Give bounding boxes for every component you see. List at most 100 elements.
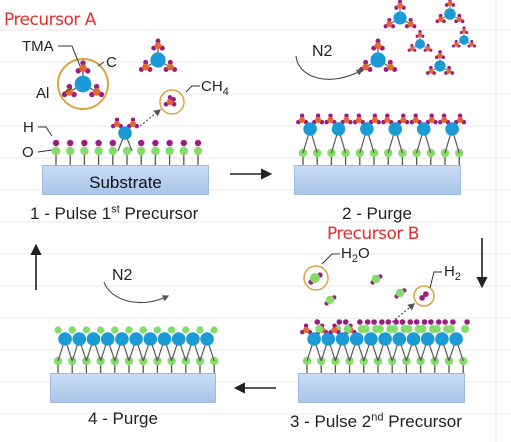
carbon-atom: [407, 21, 414, 28]
water-molecule: [394, 288, 407, 299]
aluminum-atom: [360, 122, 374, 136]
surface-hydrogen: [81, 139, 88, 147]
methyl-group: [340, 113, 353, 125]
tma-molecule: [383, 0, 417, 29]
hydrogen-atom: [328, 113, 333, 118]
top-oxygen: [182, 326, 190, 334]
methyl-group: [397, 113, 410, 125]
aluminum-atom: [321, 332, 336, 346]
n2-label-top: N2: [312, 43, 333, 60]
tma-molecule: [407, 29, 433, 52]
ch4-release-arrow: [139, 109, 162, 127]
water-molecule: [324, 295, 337, 306]
methyl-group: [296, 113, 309, 125]
top-hydrogen: [464, 319, 470, 325]
surface-oxygen: [137, 146, 146, 156]
aluminum-atom: [303, 122, 317, 136]
carbon-atom: [371, 116, 378, 124]
methyl-group: [324, 113, 337, 125]
hydrogen-molecule: [419, 291, 429, 301]
top-oxygen: [386, 325, 395, 333]
methyl-group: [371, 38, 385, 51]
hydrogen-atom: [438, 13, 443, 18]
tma-molecule: [358, 38, 398, 72]
methyl-group: [352, 113, 365, 125]
stage-1-caption: 1 - Pulse 1st Precursor: [30, 203, 199, 223]
methyl-group: [435, 13, 446, 24]
aluminum-atom: [434, 60, 446, 72]
tma-molecule: [451, 26, 477, 48]
methyl-group: [459, 26, 469, 35]
carbon-atom: [428, 116, 435, 124]
surface-hydrogen: [95, 139, 102, 147]
surface-oxygen: [151, 146, 160, 156]
top-hydrogen: [442, 319, 448, 325]
surface-hydrogen: [138, 139, 145, 147]
aluminum-atom: [449, 332, 463, 346]
oxygen-atom: [395, 288, 405, 298]
hydrogen-atom: [363, 59, 369, 65]
oxygen-label: O: [22, 144, 34, 161]
hydrogen-label: H: [23, 119, 34, 136]
methyl-group: [454, 13, 465, 24]
top-hydrogen: [421, 319, 428, 325]
hydrogen-atom: [167, 95, 173, 100]
top-oxygen: [372, 325, 381, 333]
methyl-group: [383, 17, 396, 29]
hydrogen-atom: [167, 59, 173, 65]
hydrogen-atom: [385, 113, 390, 118]
hydrogen-atom: [375, 38, 381, 44]
surface-oxygen: [80, 146, 89, 156]
stage-4-caption: 4 - Purge: [88, 409, 158, 428]
hydrogen-atom: [130, 117, 136, 122]
carbon-atom: [397, 2, 403, 9]
carbon-atom: [154, 42, 162, 50]
oxygen-atom: [310, 273, 320, 283]
aluminum-atom: [72, 332, 87, 346]
surface-oxygen: [66, 146, 75, 156]
aluminum-atom: [349, 332, 364, 346]
hydrogen-atom: [372, 113, 378, 118]
hydrogen-atom: [66, 83, 73, 90]
methyl-group: [425, 65, 436, 75]
cycle-arrows: [30, 168, 488, 394]
surface-oxygen: [179, 146, 188, 156]
hydrogen-atom: [143, 59, 149, 65]
aluminum-atom: [335, 332, 350, 346]
hydrogen-atom: [429, 113, 434, 118]
top-hydrogen: [342, 319, 349, 325]
carbon-atom: [412, 116, 419, 124]
aluminum-atom: [406, 332, 421, 346]
aluminum-atom: [415, 39, 425, 49]
aluminum-atom: [420, 332, 435, 346]
hydrogen-atom: [447, 65, 451, 70]
stage-2-caption: 2 - Purge: [342, 204, 412, 223]
substrate-stage-4: [50, 373, 216, 403]
top-hydrogen: [413, 319, 420, 325]
top-oxygen: [357, 325, 366, 333]
surface-oxygen: [193, 146, 203, 156]
top-hydrogen: [371, 319, 377, 325]
carbon-atom: [331, 326, 338, 334]
stage-3-caption: 3 - Pulse 2nd Precursor: [290, 411, 462, 431]
aluminum-atom: [118, 126, 132, 140]
hydrogen-atom: [413, 113, 418, 118]
tma-molecule: [61, 60, 105, 98]
surface-hydrogen: [194, 139, 202, 147]
hydrogen-atom: [419, 295, 425, 301]
carbon-atom: [409, 46, 415, 51]
top-oxygen: [97, 326, 105, 334]
n2-flow-arrow-bottom: [103, 281, 170, 304]
methyl-group: [425, 113, 438, 125]
aluminum-atom: [378, 332, 392, 346]
aluminum-atom: [416, 122, 431, 136]
carbon-atom: [437, 52, 443, 59]
hydrogen-atom: [429, 65, 433, 70]
aluminum-atom: [58, 332, 72, 346]
hydrogen-atom: [410, 43, 414, 48]
methyl-group: [151, 38, 165, 51]
carbon-atom: [456, 16, 462, 22]
top-hydrogen: [435, 319, 442, 325]
aluminum-atom: [150, 52, 166, 68]
surface-oxygen: [94, 146, 103, 156]
